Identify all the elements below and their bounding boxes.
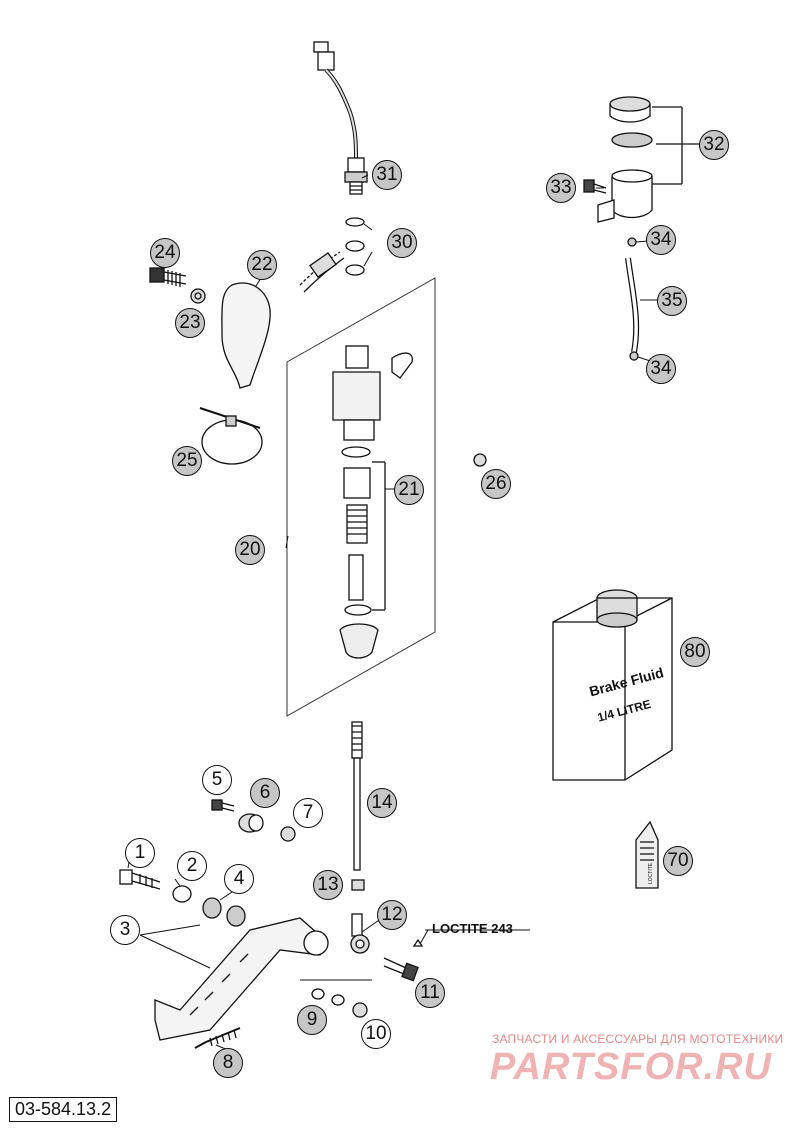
banjo-fitting-30	[299, 217, 365, 293]
hose-35	[625, 237, 640, 361]
callout-23: 23	[175, 308, 205, 338]
bolt-11	[383, 957, 419, 982]
bearing-4b	[226, 905, 246, 927]
callout-34-bottom: 34	[646, 354, 676, 384]
watermark-logo: PARTSFOR.RU	[490, 1046, 772, 1088]
brake-fluid-container-80: Brake Fluid 1/4 LITRE	[552, 589, 673, 781]
cable-tie-25	[199, 407, 263, 465]
callout-7: 7	[293, 798, 323, 828]
callout-32: 32	[699, 130, 729, 160]
callout-21: 21	[394, 475, 424, 505]
callout-3: 3	[110, 915, 140, 945]
callout-20: 20	[235, 535, 265, 565]
clevis-12	[350, 913, 370, 954]
callout-34-top: 34	[646, 225, 676, 255]
callout-35: 35	[657, 286, 687, 316]
bushing-6	[238, 813, 264, 833]
loctite-tube-70: LOCTITE	[635, 820, 659, 889]
callout-70: 70	[663, 846, 693, 876]
callout-30: 30	[387, 228, 417, 258]
assembly-frame-20	[286, 277, 436, 717]
bolt-33	[583, 179, 607, 194]
master-cylinder-body	[332, 345, 413, 441]
plug-26	[473, 453, 487, 467]
return-spring-8	[194, 1027, 241, 1049]
callout-24: 24	[150, 238, 180, 268]
pivot-bolt-1	[119, 869, 161, 890]
nut-23	[190, 288, 206, 304]
washer-2	[172, 885, 192, 903]
callout-6: 6	[250, 778, 280, 808]
callout-12: 12	[377, 900, 407, 930]
push-rod-14	[351, 721, 365, 891]
nut-7	[280, 826, 296, 842]
callout-5: 5	[202, 765, 232, 795]
callout-13: 13	[313, 870, 343, 900]
tube-label: LOCTITE	[648, 862, 654, 884]
callout-8: 8	[213, 1048, 243, 1078]
brake-light-switch-31	[313, 41, 368, 195]
callout-22: 22	[247, 250, 277, 280]
callout-33: 33	[546, 173, 576, 203]
bolt-24	[149, 267, 187, 287]
callout-2: 2	[177, 851, 207, 881]
callout-4: 4	[224, 864, 254, 894]
reservoir-32	[597, 96, 700, 223]
callout-14: 14	[367, 788, 397, 818]
callout-25: 25	[172, 446, 202, 476]
callout-11: 11	[415, 978, 445, 1008]
bolt-5	[211, 799, 235, 812]
callout-1: 1	[125, 838, 155, 868]
drawing-number: 03-584.13.2	[9, 1097, 118, 1122]
callout-80: 80	[680, 637, 710, 667]
callout-31: 31	[372, 160, 402, 190]
callout-10: 10	[361, 1019, 391, 1049]
loctite-note: LOCTITE 243	[432, 921, 513, 936]
washer-9	[311, 988, 325, 1000]
callout-26: 26	[481, 469, 511, 499]
washer-9b	[331, 994, 345, 1006]
leader-lines	[127, 174, 673, 1051]
callout-9: 9	[297, 1005, 327, 1035]
piston-kit-21	[339, 446, 386, 659]
nut-10	[352, 1002, 368, 1018]
heel-guard-22	[221, 282, 271, 389]
bearing-4a	[202, 897, 222, 919]
foot-brake-lever-3	[154, 917, 329, 1041]
watermark-tagline: ЗАПЧАСТИ И АКСЕССУАРЫ ДЛЯ МОТОТЕХНИКИ	[492, 1032, 784, 1046]
